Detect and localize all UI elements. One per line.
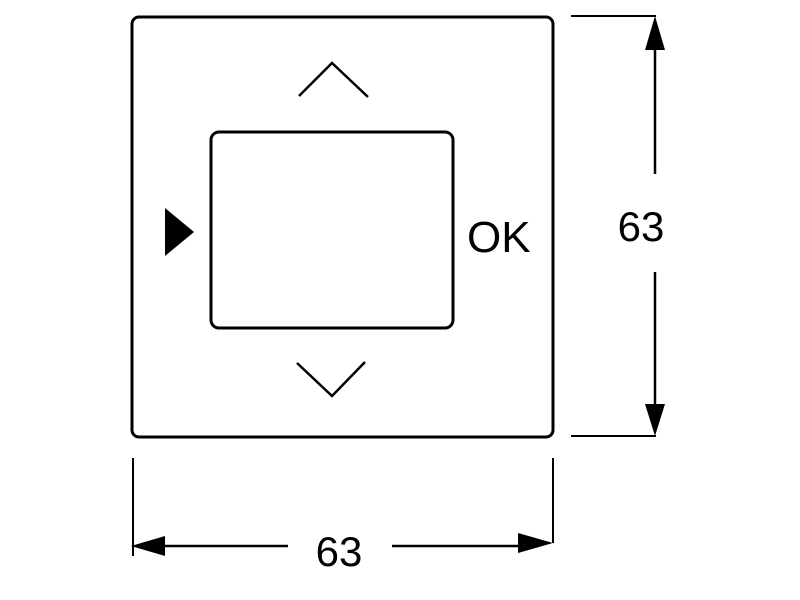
height-dimension-label: 63 [618, 203, 665, 250]
play-triangle-icon[interactable] [165, 208, 194, 256]
chevron-down-icon[interactable] [296, 361, 366, 398]
height-arrow-bottom [645, 404, 665, 436]
width-arrow-right [518, 533, 553, 553]
display-window-outline [209, 130, 455, 330]
width-arrow-left [131, 536, 165, 556]
chevron-up-icon[interactable] [298, 61, 369, 98]
height-arrow-top [645, 16, 665, 50]
ok-label[interactable]: OK [467, 213, 531, 262]
cover-plate-outline [130, 15, 555, 439]
width-dimension-label: 63 [316, 528, 363, 575]
